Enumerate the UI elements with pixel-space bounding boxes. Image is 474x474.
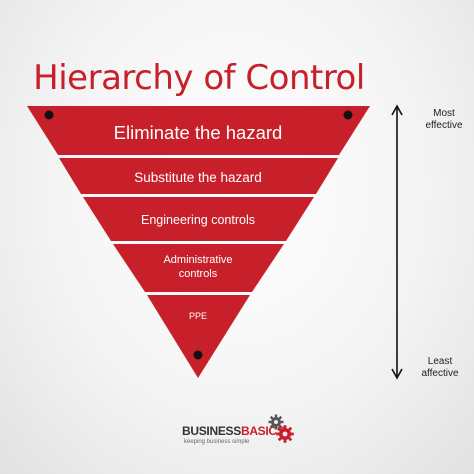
level-band-engineering	[83, 197, 314, 241]
brand-name: BUSINESSBASICS	[182, 425, 285, 438]
corner-dot-top-right	[343, 110, 353, 120]
most-effective-label: Most effective	[414, 108, 474, 132]
brand-tagline: keeping business simple	[184, 439, 250, 445]
corner-dot-bottom	[193, 350, 203, 360]
brand-name-part2: BASICS	[240, 424, 285, 438]
least-effective-line1: Least	[427, 356, 453, 367]
level-band-administrative	[113, 244, 284, 292]
level-label-ppe: PPE	[189, 311, 207, 321]
double-arrow-icon	[391, 104, 403, 380]
corner-dot-top-left	[44, 110, 54, 120]
diagram-title: Hierarchy of Control	[33, 58, 365, 98]
most-effective-line2: effective	[425, 120, 463, 131]
level-band-eliminate	[27, 106, 370, 155]
most-effective-line1: Most	[433, 108, 455, 119]
level-band-substitute	[59, 158, 338, 194]
least-effective-line2: affective	[421, 368, 459, 379]
level-label-engineering: Engineering controls	[141, 213, 255, 227]
brand-logo: BUSINESSBASICS keeping business simple	[182, 425, 285, 446]
level-label-eliminate: Eliminate the hazard	[114, 122, 283, 143]
level-label-administrative-line1: Administrative	[163, 254, 232, 266]
brand-name-part1: BUSINESS	[182, 424, 241, 438]
gear-icon	[268, 414, 294, 443]
level-label-substitute: Substitute the hazard	[134, 170, 262, 185]
level-label-administrative-line2: controls	[179, 268, 218, 280]
level-band-ppe	[147, 295, 250, 378]
least-effective-label: Least affective	[410, 356, 470, 380]
